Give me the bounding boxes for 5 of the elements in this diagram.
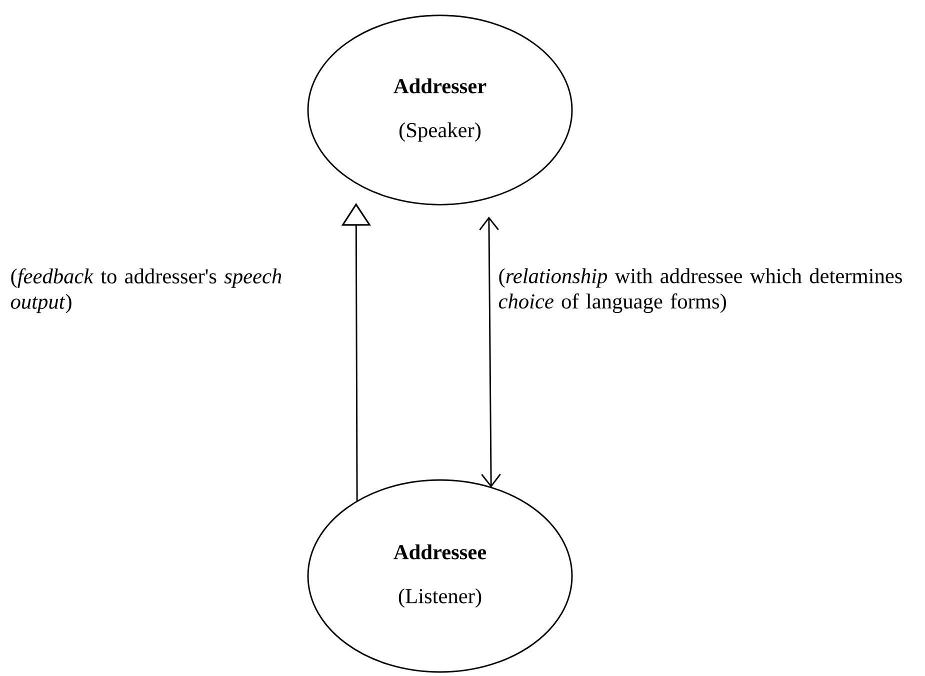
arrow <box>479 216 501 488</box>
edge-label: (feedback to addresser's speech output) <box>10 268 282 314</box>
edge-label: (relationship with addressee which determines choice of language forms) <box>498 268 902 313</box>
ellipse-node: Addresser (Speaker) <box>307 14 573 206</box>
ellipse-node: Addressee (Listener) <box>307 479 573 673</box>
